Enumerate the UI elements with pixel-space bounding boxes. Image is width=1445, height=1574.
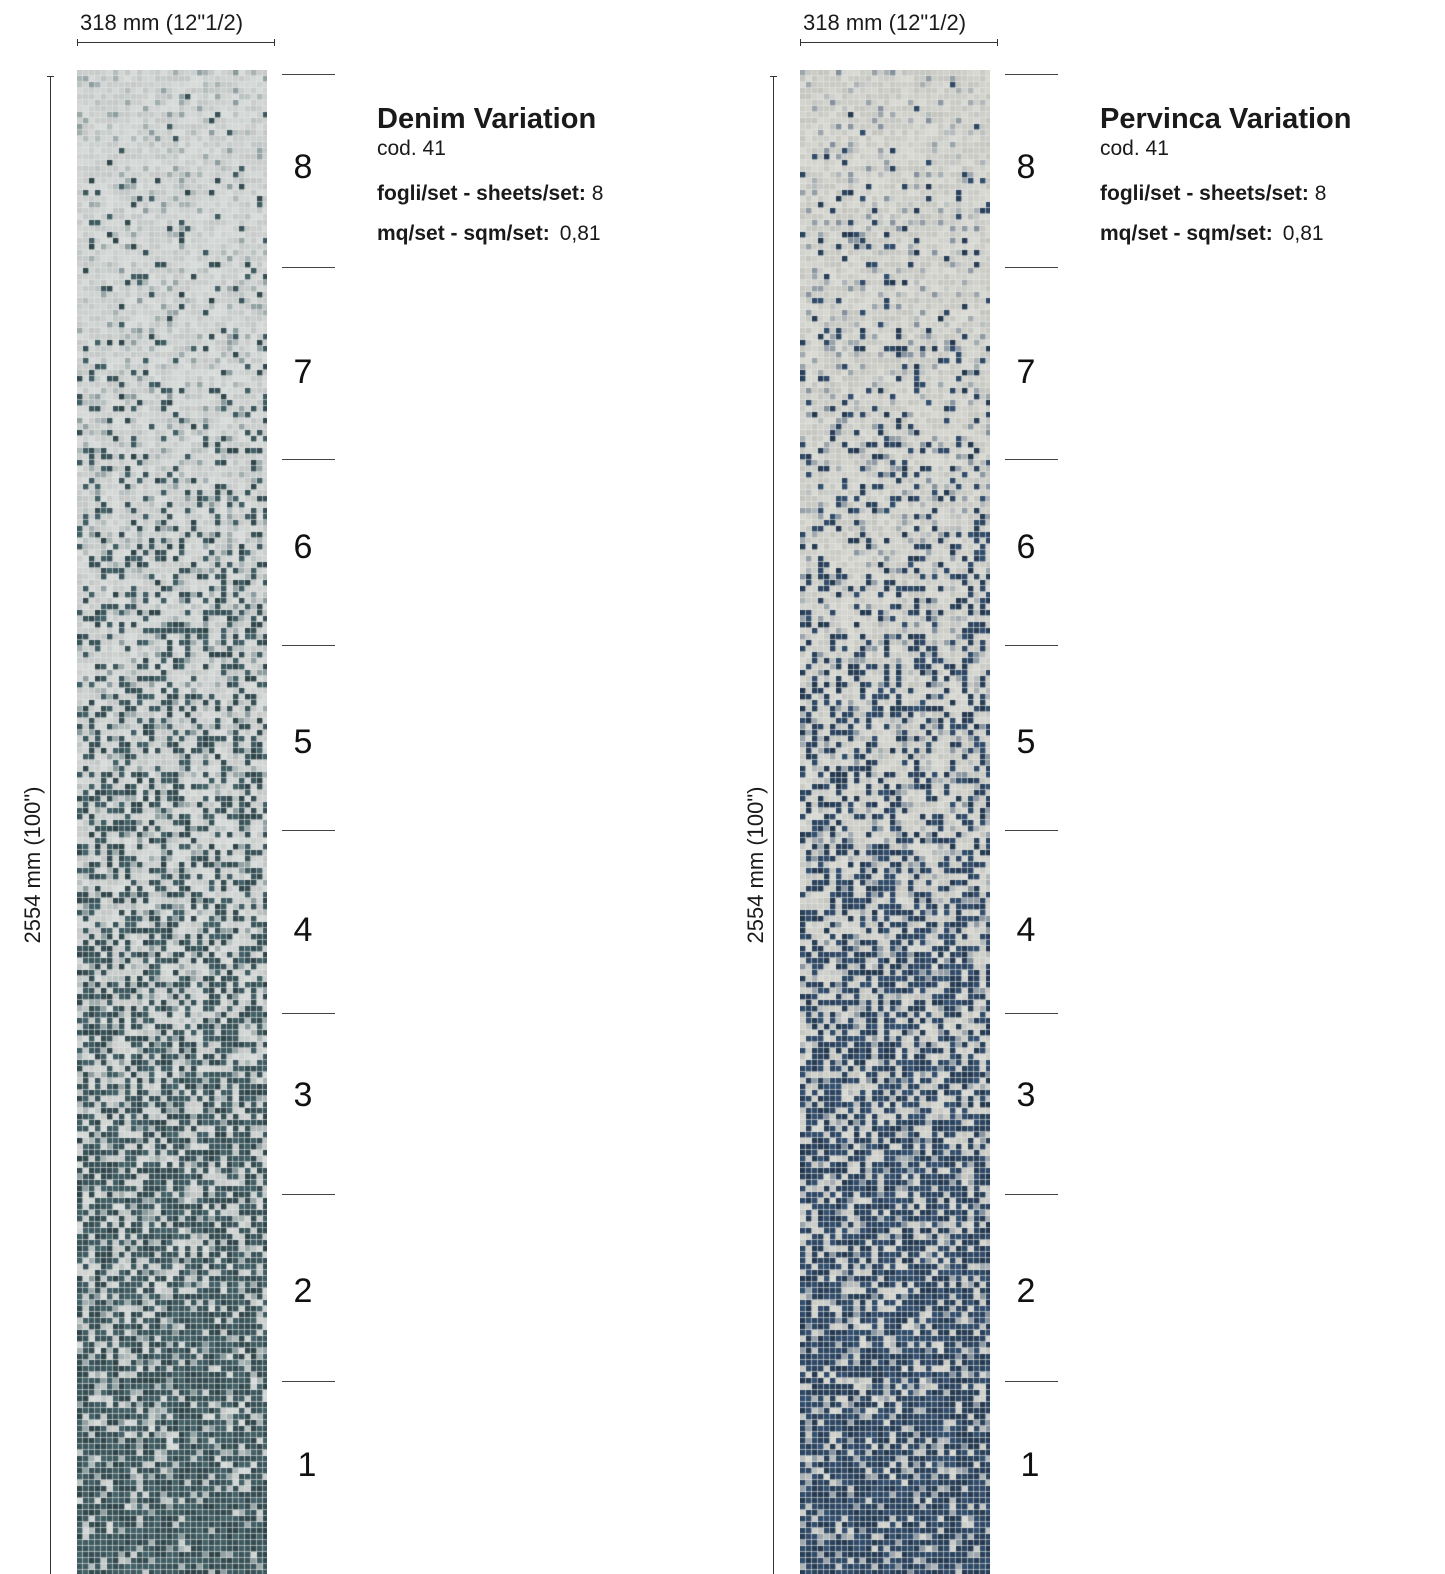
- height-dimension-line: [47, 76, 54, 1574]
- width-dimension-label: 318 mm (12"1/2): [80, 10, 244, 35]
- sheet-divider: [282, 1013, 335, 1014]
- sheet-number-4: 4: [1016, 911, 1036, 949]
- sheet-divider: [1005, 645, 1058, 646]
- sheet-number-7: 7: [293, 353, 313, 391]
- sheet-number-5: 5: [293, 723, 313, 761]
- sheet-number-2: 2: [293, 1272, 313, 1310]
- height-dimension-line: [770, 76, 777, 1574]
- mosaic-strip-image: [77, 70, 267, 1574]
- area-per-set-label: mq/set - sqm/set:: [377, 222, 550, 245]
- sheet-number-2: 2: [1016, 1272, 1036, 1310]
- sheet-divider: [282, 1194, 335, 1195]
- sheet-number-6: 6: [1016, 528, 1036, 566]
- sheet-number-1: 1: [297, 1446, 317, 1484]
- sheet-divider: [282, 267, 335, 268]
- sheet-number-3: 3: [293, 1076, 313, 1114]
- sheet-divider: [282, 459, 335, 460]
- sheet-number-4: 4: [293, 911, 313, 949]
- sheet-divider: [1005, 1013, 1058, 1014]
- sheet-divider: [1005, 267, 1058, 268]
- sheet-number-7: 7: [1016, 353, 1036, 391]
- product-panel-denim: 318 mm (12"1/2) 2554 mm (100") 8 7 6 5 4…: [0, 0, 720, 1574]
- area-per-set: mq/set - sqm/set: 0,81: [1100, 222, 1440, 246]
- area-per-set-label: mq/set - sqm/set:: [1100, 222, 1273, 245]
- sheet-number-5: 5: [1016, 723, 1036, 761]
- sheets-per-set: fogli/set - sheets/set: 8: [377, 182, 717, 206]
- sheet-divider: [282, 830, 335, 831]
- product-panel-pervinca: 318 mm (12"1/2) 2554 mm (100") 8 7 6 5 4…: [723, 0, 1443, 1574]
- width-dimension-line: [800, 39, 998, 46]
- sheet-number-1: 1: [1020, 1446, 1040, 1484]
- width-dimension-label: 318 mm (12"1/2): [803, 10, 967, 35]
- height-dimension-label: 2554 mm (100"): [743, 786, 768, 944]
- height-dimension-label: 2554 mm (100"): [20, 786, 45, 944]
- sheet-number-8: 8: [293, 148, 313, 186]
- sheet-divider: [282, 1381, 335, 1382]
- mosaic-strip-image: [800, 70, 990, 1574]
- width-dimension-line: [77, 39, 275, 46]
- sheet-divider: [1005, 459, 1058, 460]
- product-info: Denim Variation cod. 41 fogli/set - shee…: [377, 102, 717, 246]
- sheet-number-8: 8: [1016, 148, 1036, 186]
- area-per-set-value: 0,81: [559, 222, 601, 245]
- sheet-number-6: 6: [293, 528, 313, 566]
- sheet-divider: [1005, 1381, 1058, 1382]
- area-per-set: mq/set - sqm/set: 0,81: [377, 222, 717, 246]
- sheet-divider: [282, 74, 335, 75]
- sheets-per-set-label: fogli/set - sheets/set:: [377, 182, 586, 205]
- sheets-per-set-value: 8: [1314, 182, 1327, 205]
- sheets-per-set: fogli/set - sheets/set: 8: [1100, 182, 1440, 206]
- sheet-divider: [282, 645, 335, 646]
- sheets-per-set-label: fogli/set - sheets/set:: [1100, 182, 1309, 205]
- product-info: Pervinca Variation cod. 41 fogli/set - s…: [1100, 102, 1440, 246]
- area-per-set-value: 0,81: [1282, 222, 1324, 245]
- sheet-divider: [1005, 1194, 1058, 1195]
- product-title: Denim Variation: [377, 103, 597, 135]
- sheet-divider: [1005, 74, 1058, 75]
- product-code: cod. 41: [1100, 137, 1169, 160]
- sheets-per-set-value: 8: [591, 182, 604, 205]
- product-title: Pervinca Variation: [1100, 103, 1352, 135]
- sheet-divider: [1005, 830, 1058, 831]
- product-code: cod. 41: [377, 137, 446, 160]
- sheet-number-3: 3: [1016, 1076, 1036, 1114]
